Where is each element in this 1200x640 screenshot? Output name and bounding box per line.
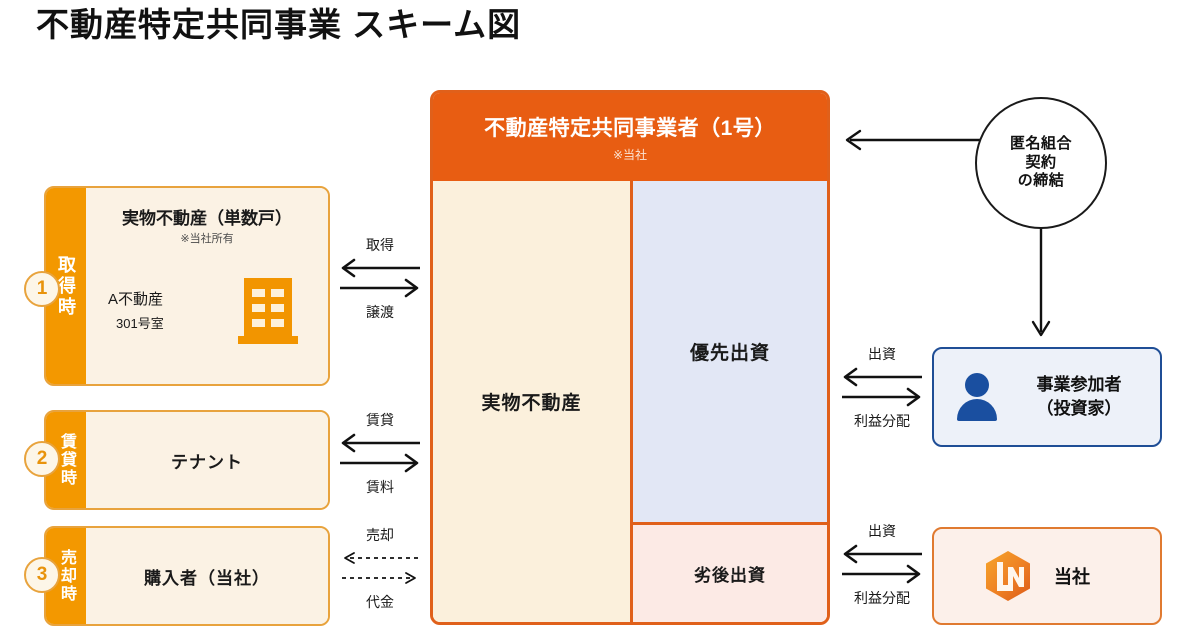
tk-contract-line1: 匿名組合	[1009, 134, 1072, 152]
page-title: 不動産特定共同事業 スキーム図	[36, 6, 522, 43]
operator-header: 不動産特定共同事業者（1号） ※当社	[433, 93, 827, 181]
step-badge-1: 1	[24, 271, 60, 307]
arrow-group-lease: 賃貸 賃料	[338, 412, 422, 496]
double-arrow-icon	[842, 368, 922, 407]
ln-hexagon-logo-icon	[984, 550, 1032, 602]
arrow-label-acquire: 取得	[366, 237, 394, 253]
arrow-bidirectional-investor	[840, 366, 924, 410]
step-body-lease: テナント	[86, 412, 328, 508]
company-name: 当社	[1054, 567, 1090, 587]
arrow-bidirectional-company	[840, 543, 924, 587]
double-arrow-icon	[340, 259, 420, 298]
connector-tk-to-operator	[845, 129, 984, 151]
capital-column: 優先出資 劣後出資	[633, 181, 827, 622]
step-side-label-1: 取得時	[56, 254, 76, 318]
double-dotted-arrow-icon	[342, 552, 418, 585]
arrow-bidirectional-acquire	[338, 257, 422, 301]
property-note: ※当社所有	[180, 233, 234, 245]
operator-body: 実物不動産 優先出資 劣後出資	[433, 181, 827, 622]
arrow-label-investment-1: 出資	[868, 346, 896, 362]
double-arrow-icon	[842, 545, 922, 584]
arrow-label-payment: 代金	[366, 594, 394, 611]
arrow-label-sell: 売却	[366, 527, 394, 543]
step-card-lease[interactable]: 賃貸時 テナント	[44, 410, 330, 510]
arrow-label-lease: 賃貸	[366, 412, 394, 428]
arrow-group-acquisition: 取得 譲渡	[338, 237, 422, 321]
company-box[interactable]: 当社	[932, 527, 1162, 625]
step-badge-3: 3	[24, 557, 60, 593]
property-heading: 実物不動産（単数戸）	[122, 209, 292, 228]
arrow-label-investment-2: 出資	[868, 523, 896, 539]
investor-text: 事業参加者 （投資家）	[1008, 373, 1160, 421]
step-side-label-3: 売却時	[58, 549, 75, 603]
asset-label: 実物不動産	[481, 393, 582, 414]
buyer-label: 購入者（当社）	[144, 568, 270, 588]
operator-title: 不動産特定共同事業者（1号）	[484, 116, 776, 140]
subordinated-investment-cell: 劣後出資	[633, 525, 827, 622]
tk-contract-line2: 契約	[1025, 153, 1057, 171]
arrow-group-sale: 売却 代金	[338, 527, 422, 611]
step-body-sale: 購入者（当社）	[86, 528, 328, 624]
arrow-label-distribution-1: 利益分配	[854, 413, 910, 430]
step-badge-2: 2	[24, 441, 60, 477]
step-card-sale[interactable]: 売却時 購入者（当社）	[44, 526, 330, 626]
asset-column: 実物不動産	[433, 181, 633, 622]
senior-investment-cell: 優先出資	[633, 181, 827, 525]
investor-line2: （投資家）	[1036, 399, 1122, 418]
arrow-group-company-flow: 出資 利益分配	[840, 523, 924, 607]
tk-contract-circle[interactable]: 匿名組合 契約 の締結	[975, 97, 1107, 229]
connector-tk-to-investor	[1031, 222, 1051, 337]
arrow-label-transfer: 譲渡	[366, 304, 394, 321]
step-card-acquisition[interactable]: 取得時 実物不動産（単数戸） ※当社所有 A不動産 301号室	[44, 186, 330, 386]
tenant-label: テナント	[171, 452, 243, 472]
step-side-label-2: 賃貸時	[58, 433, 75, 487]
property-room: 301号室	[116, 316, 164, 331]
arrow-group-investor-flow: 出資 利益分配	[840, 346, 924, 430]
arrow-label-distribution-2: 利益分配	[854, 590, 910, 607]
investor-line1: 事業参加者	[1036, 375, 1122, 395]
subordinated-investment-label: 劣後出資	[694, 566, 766, 585]
investor-box[interactable]: 事業参加者 （投資家）	[932, 347, 1162, 447]
arrow-bidirectional-sale	[338, 547, 422, 591]
arrow-label-rent: 賃料	[366, 479, 394, 496]
double-arrow-icon	[340, 434, 420, 473]
senior-investment-label: 優先出資	[689, 343, 770, 364]
property-name: A不動産	[108, 291, 164, 308]
operator-box[interactable]: 不動産特定共同事業者（1号） ※当社 実物不動産 優先出資 劣後出資	[430, 90, 830, 625]
arrow-bidirectional-lease	[338, 432, 422, 476]
step-body-acquisition: 実物不動産（単数戸） ※当社所有 A不動産 301号室	[86, 188, 328, 384]
building-icon	[238, 278, 298, 346]
tk-contract-line3: の締結	[1017, 172, 1065, 190]
person-icon	[956, 373, 1008, 421]
operator-note: ※当社	[612, 147, 648, 162]
